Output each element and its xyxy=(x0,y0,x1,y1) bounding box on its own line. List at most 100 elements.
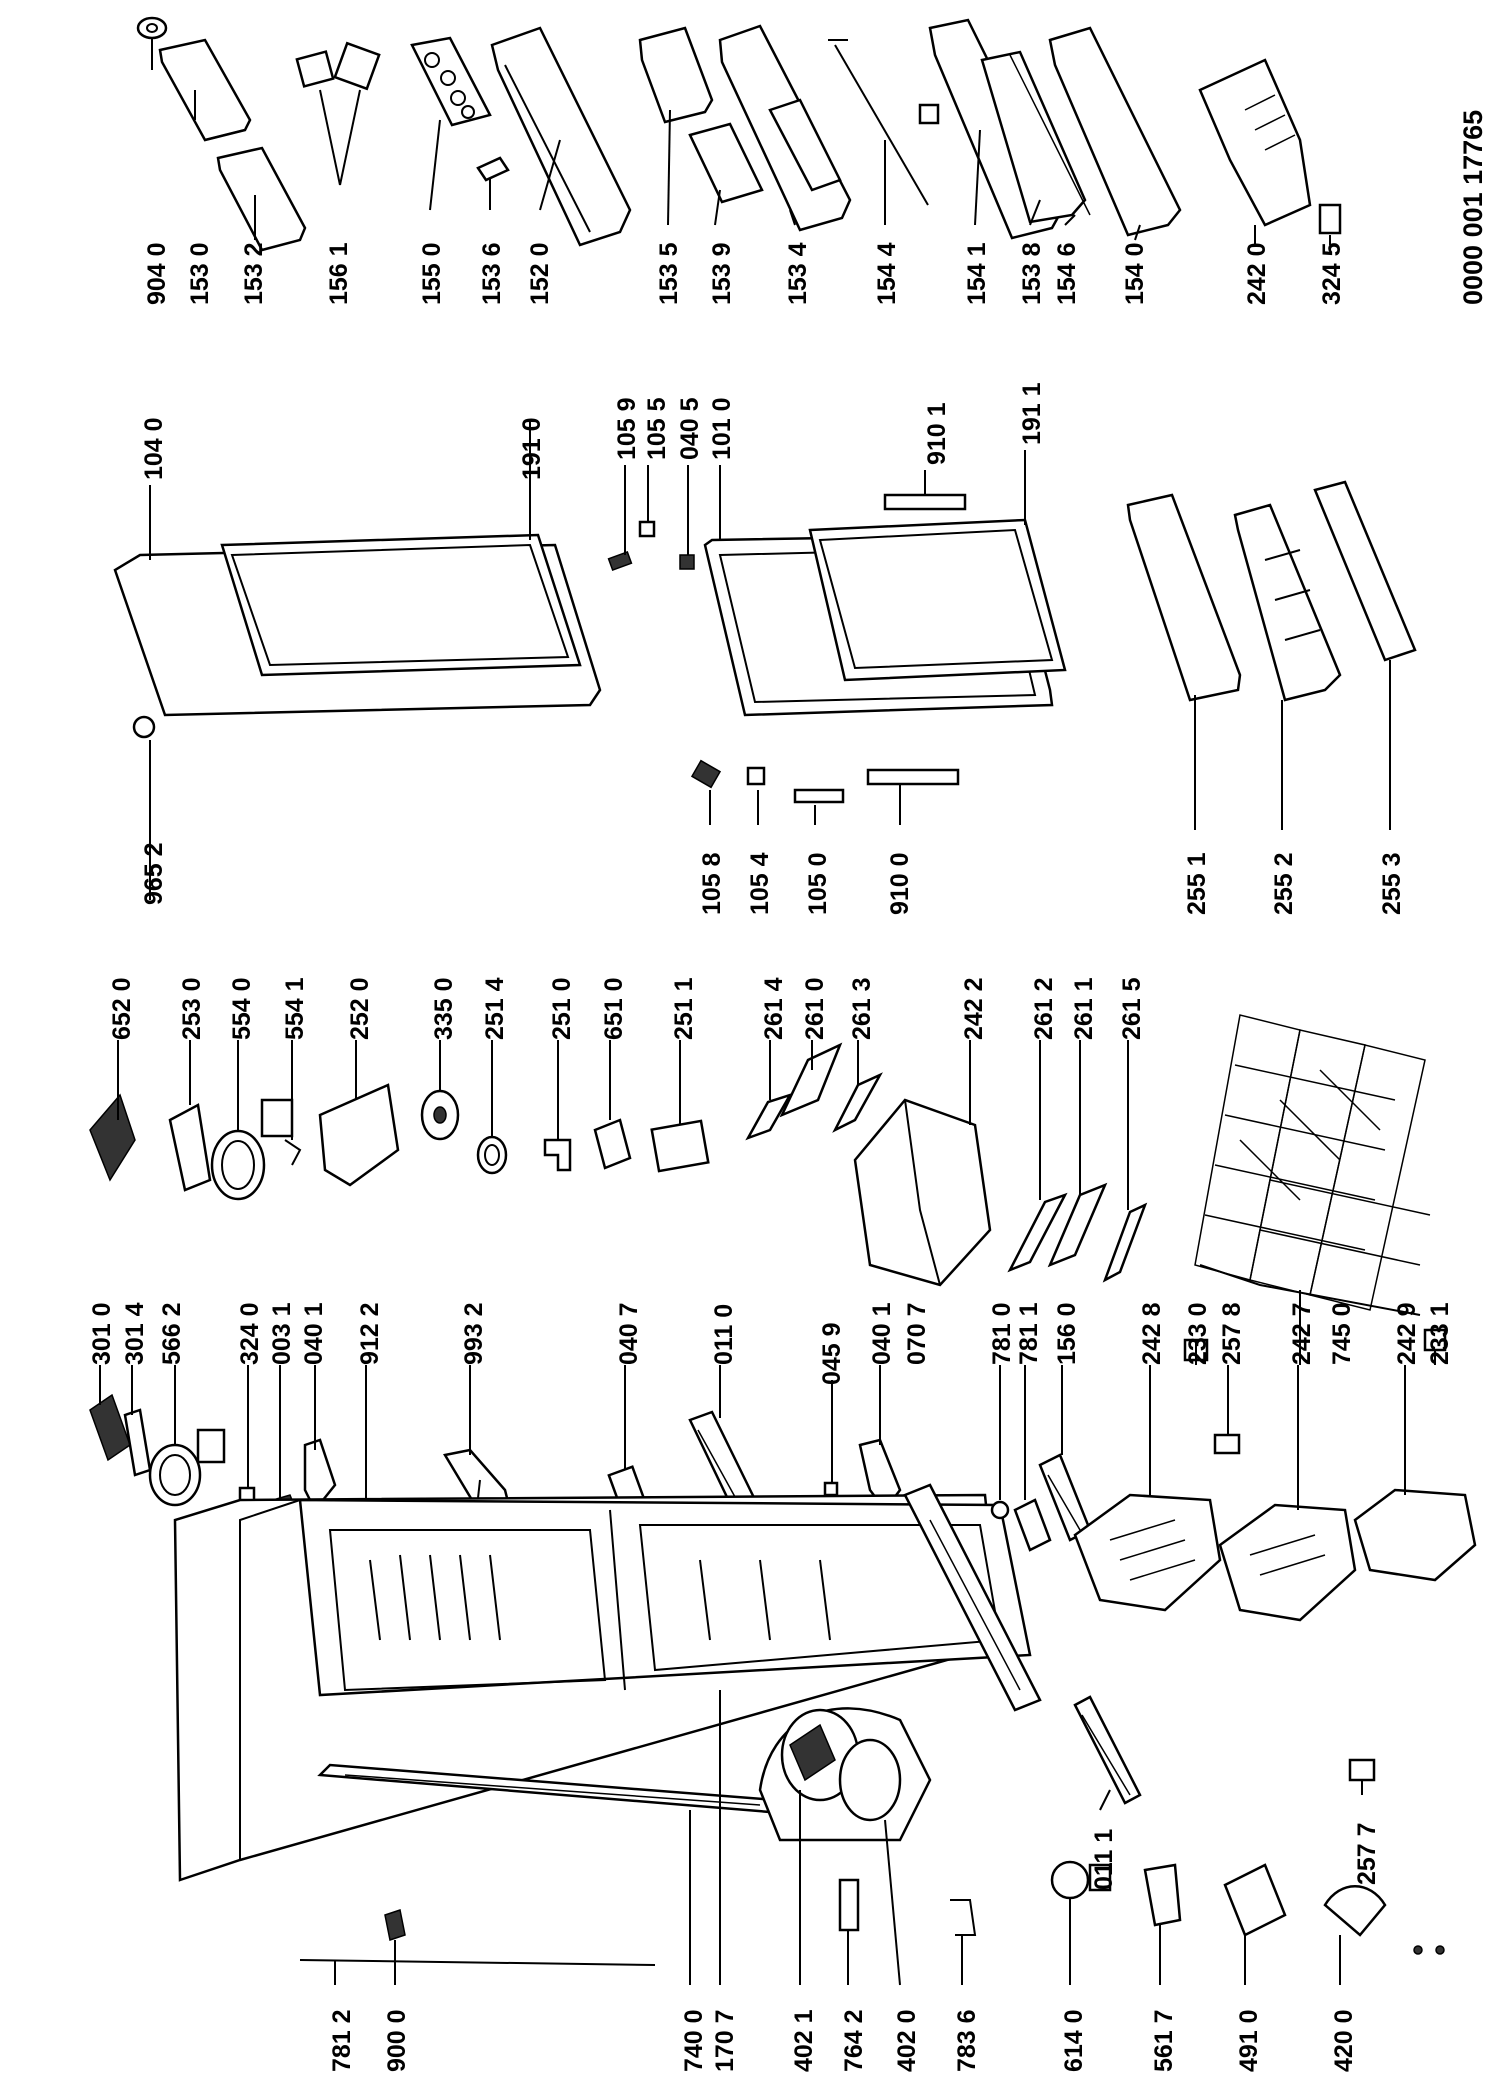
label-1050: 105 0 xyxy=(804,852,832,915)
part-6510 xyxy=(593,1118,632,1170)
part-0707 xyxy=(903,1483,1042,1712)
label-1541: 154 1 xyxy=(963,242,991,305)
label-0707: 070 7 xyxy=(903,1302,931,1365)
part-2615 xyxy=(1102,1202,1148,1283)
cabinet-group xyxy=(89,1328,1477,1986)
label-7400: 740 0 xyxy=(680,2009,708,2072)
label-2422: 242 2 xyxy=(960,977,988,1040)
label-2530: 253 0 xyxy=(178,977,206,1040)
part-2429 xyxy=(1353,1488,1477,1582)
label-0111: 011 1 xyxy=(1090,1829,1118,1890)
label-2427: 242 7 xyxy=(1288,1302,1316,1365)
part-5617 xyxy=(1143,1863,1182,1927)
part-7450 xyxy=(1194,1014,1431,1316)
label-9000: 900 0 xyxy=(383,2009,411,2072)
label-1530: 153 0 xyxy=(186,242,214,305)
doors-shelves-group xyxy=(113,420,1417,900)
label-1040: 104 0 xyxy=(140,417,168,480)
label-9101: 910 1 xyxy=(923,402,951,465)
part-2551 xyxy=(1126,493,1242,702)
part-1050 xyxy=(793,788,845,804)
drawing-code: 0000 001 17765 xyxy=(1458,110,1488,305)
part-5541 xyxy=(284,1139,302,1166)
label-7811: 781 1 xyxy=(1015,1302,1043,1365)
label-0401b: 040 1 xyxy=(868,1302,896,1365)
part-7642 xyxy=(838,1878,860,1932)
part-2614 xyxy=(745,1092,793,1141)
label-2428: 242 8 xyxy=(1138,1302,1166,1365)
part-4200 xyxy=(1323,1885,1387,1937)
part-7811 xyxy=(1013,1498,1052,1552)
part-7810 xyxy=(990,1500,1010,1520)
part-0405 xyxy=(679,554,695,570)
label-4021: 402 1 xyxy=(790,2009,818,2072)
label-1536: 153 6 xyxy=(478,242,506,305)
label-2552: 255 2 xyxy=(1270,852,1298,915)
part-1538 xyxy=(980,50,1087,224)
part-1058 xyxy=(690,759,722,789)
label-3350: 335 0 xyxy=(430,977,458,1040)
label-9932: 993 2 xyxy=(460,1302,488,1365)
label-1546: 154 6 xyxy=(1053,242,1081,305)
part-0401a xyxy=(303,1438,337,1513)
label-2551: 255 1 xyxy=(1183,852,1211,915)
part-7812 xyxy=(299,1959,656,1966)
label-3240: 324 0 xyxy=(236,1302,264,1365)
label-2578: 257 8 xyxy=(1218,1302,1246,1365)
label-1910: 191 0 xyxy=(518,417,546,480)
label-2614: 261 4 xyxy=(760,977,788,1040)
label-1532: 153 2 xyxy=(240,242,268,305)
part-4020 xyxy=(838,1738,902,1822)
part-2552 xyxy=(1233,503,1342,702)
part-0459 xyxy=(823,1481,839,1497)
cabinet-labels: 301 0 301 4 566 2 324 0 003 1 040 1 912 … xyxy=(88,1302,1454,2072)
label-2331: 233 1 xyxy=(1426,1302,1454,1365)
label-2577: 257 7 xyxy=(1353,1822,1381,1885)
label-1561: 156 1 xyxy=(325,242,353,305)
label-7812: 781 2 xyxy=(328,2009,356,2072)
part-2427 xyxy=(1218,1503,1357,1622)
label-2420: 242 0 xyxy=(1243,242,1271,305)
part-4910 xyxy=(1223,1863,1287,1937)
label-2511: 251 1 xyxy=(670,977,698,1040)
label-1707: 170 7 xyxy=(711,2009,739,2072)
label-1534: 153 4 xyxy=(784,242,812,305)
label-1054: 105 4 xyxy=(746,852,774,915)
part-2611 xyxy=(1047,1182,1108,1268)
part-1546 xyxy=(1009,54,1091,216)
label-1010: 101 0 xyxy=(708,397,736,460)
label-0031: 003 1 xyxy=(268,1302,296,1365)
part-9100 xyxy=(866,768,960,786)
label-1550: 155 0 xyxy=(418,242,446,305)
label-2520: 252 0 xyxy=(346,977,374,1040)
part-3245 xyxy=(1318,203,1342,235)
part-1910 xyxy=(220,533,582,677)
label-7642: 764 2 xyxy=(840,2009,868,2072)
label-9040: 904 0 xyxy=(143,242,171,305)
part-1530 xyxy=(158,38,252,142)
middle-labels: 104 0 191 0 105 9 105 5 040 5 101 0 910 … xyxy=(140,382,1406,915)
label-9652: 965 2 xyxy=(140,842,168,905)
label-1911: 191 1 xyxy=(1018,382,1046,445)
part-1059 xyxy=(607,550,633,572)
part-1536 xyxy=(476,156,510,182)
part-2520 xyxy=(318,1083,400,1187)
label-6510: 651 0 xyxy=(600,977,628,1040)
label-5617: 561 7 xyxy=(1150,2009,1178,2072)
label-0110: 011 0 xyxy=(710,1304,738,1365)
part-9652 xyxy=(132,715,156,739)
label-2330: 233 0 xyxy=(1184,1302,1212,1365)
label-2612: 261 2 xyxy=(1030,977,1058,1040)
part-2420 xyxy=(1198,58,1312,227)
label-0459: 045 9 xyxy=(818,1322,846,1385)
label-1059: 105 9 xyxy=(613,397,641,460)
cabinet-front xyxy=(298,1498,1032,1697)
controls-group xyxy=(89,1014,1431,1365)
label-3010: 301 0 xyxy=(88,1302,116,1365)
part-1560 xyxy=(1038,1453,1092,1542)
label-2615: 261 5 xyxy=(1118,977,1146,1040)
label-7810: 781 0 xyxy=(988,1302,1016,1365)
part-2511 xyxy=(650,1119,710,1173)
part-1054 xyxy=(746,766,766,786)
part-2530 xyxy=(168,1103,212,1192)
